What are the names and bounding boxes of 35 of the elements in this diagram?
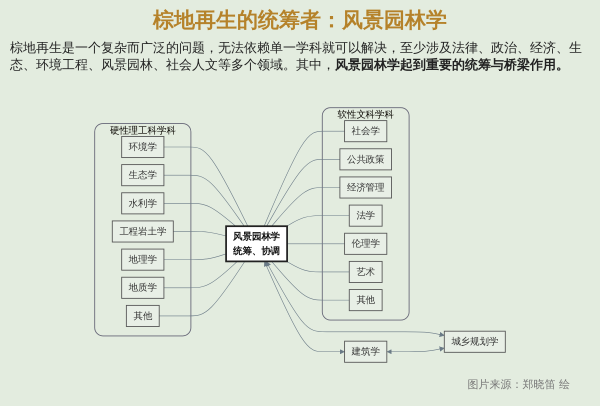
connector [164,174,245,226]
arrow [264,261,345,354]
connector [271,261,350,300]
node-box: 城乡规划学 [444,330,506,353]
connector [173,231,226,236]
node-box: 地理学 [121,248,164,271]
node-box: 经济管理 [339,176,392,198]
connector [286,215,350,226]
connector [164,261,238,288]
connector [264,130,345,226]
connector [271,187,340,226]
node-box: 法学 [348,204,383,227]
connector [164,203,236,226]
connector [286,261,350,272]
node-box: 水利学 [121,192,164,214]
connector [158,261,246,316]
node-box: 生态学 [121,164,164,186]
connector [266,159,340,226]
node-box: 公共政策 [339,148,392,170]
node-box: 地质学 [121,276,164,299]
connector [164,254,226,260]
connector [164,146,248,226]
node-box: 环境学 [121,136,164,158]
node-box: 其他 [126,304,160,327]
node-box: 社会学 [344,120,388,142]
node-box: 艺术 [348,260,383,283]
body-paragraph: 棕地再生是一个复杂而广泛的问题，无法依赖单一学科就可以解决，至少涉及法律、政治、经济、生态、环境工程、风景园林、社会人文等多个领域。其中，风景园林学起到重要的统筹与桥梁作用。 [10,40,583,74]
slide-title: 棕地再生的统筹者：风景园林学 [152,7,448,34]
image-source-note: 图片来源：郑晓笛 绘 [468,377,570,392]
node-box: 建筑学 [344,340,388,363]
node-box: 其他 [348,289,383,312]
node-box: 工程岩土学 [112,220,174,242]
node-box: 伦理学 [344,232,388,255]
arrow [386,346,445,354]
node-box: 风景园林学 统筹、协调 [225,225,288,262]
